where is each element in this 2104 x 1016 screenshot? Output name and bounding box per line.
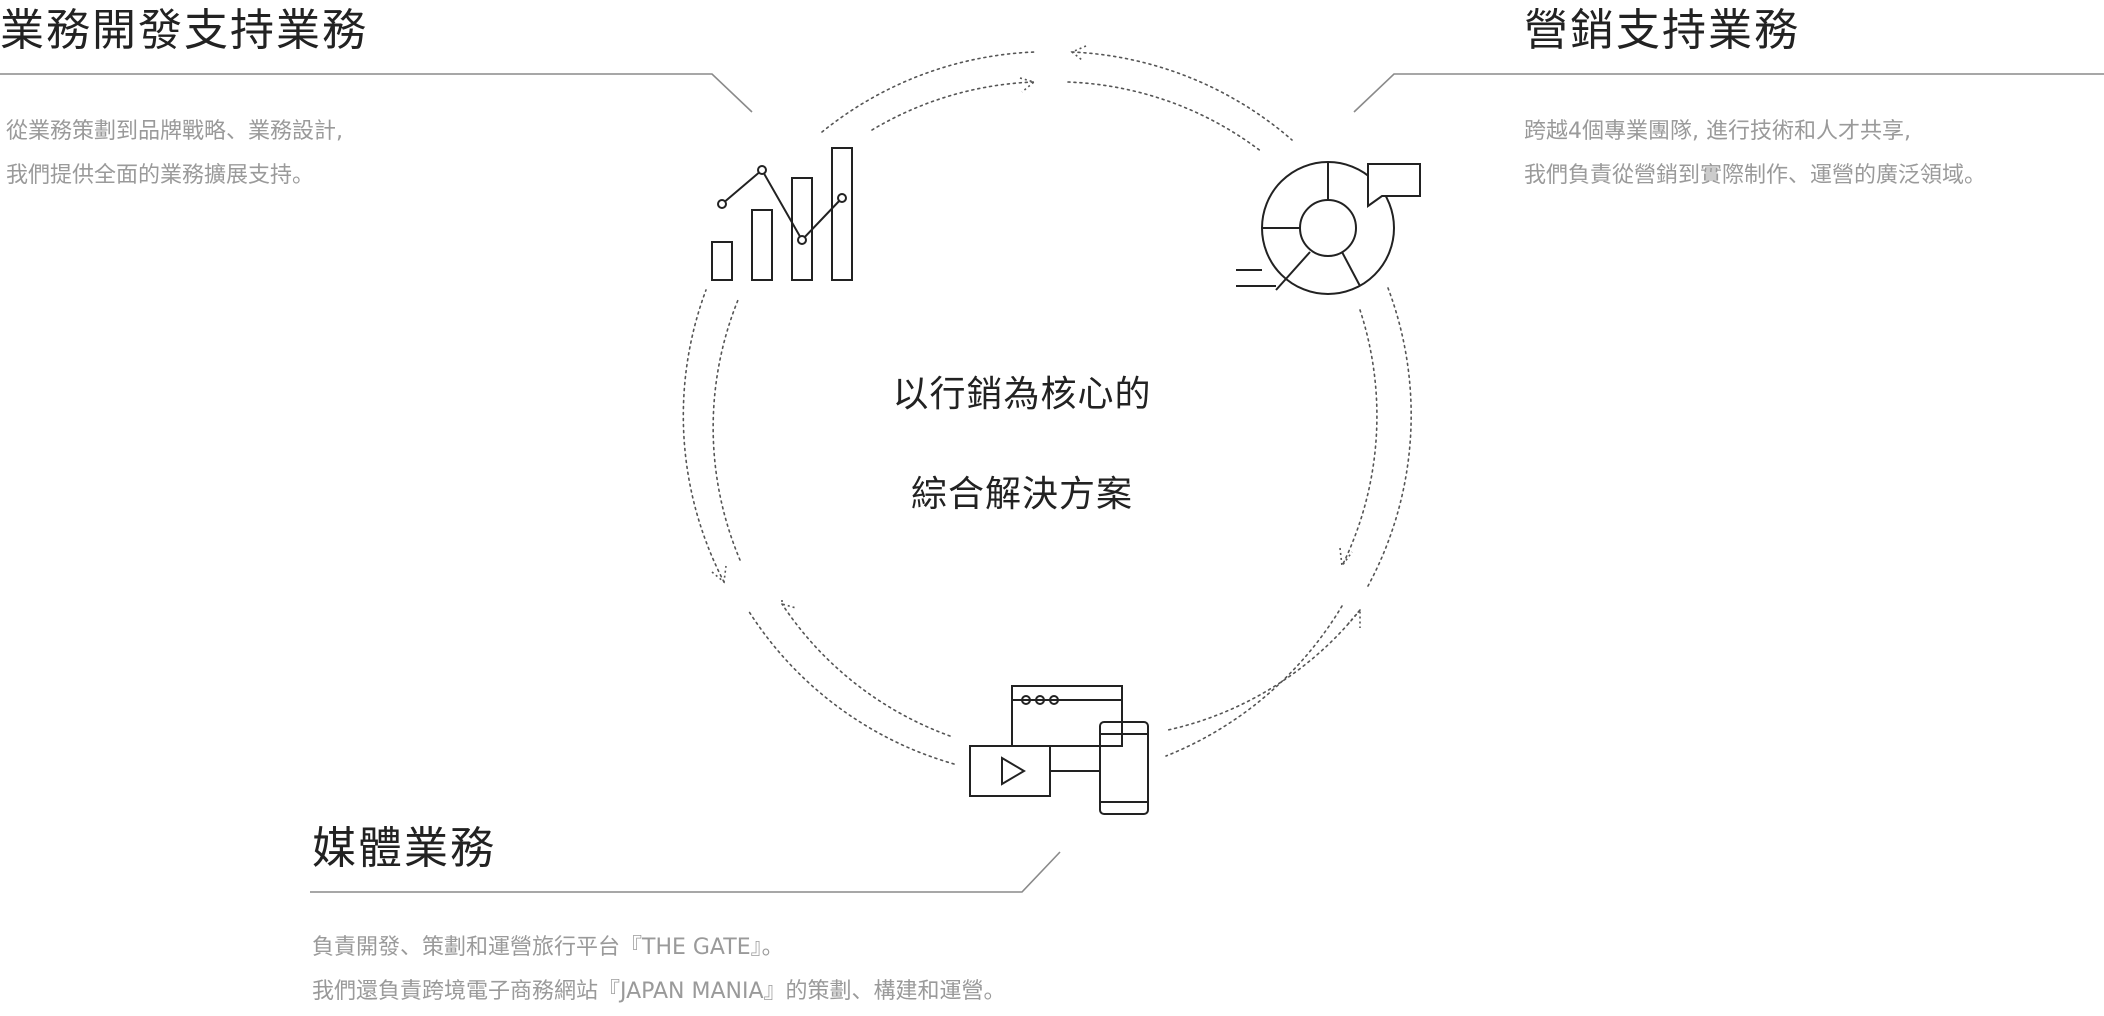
pie-chart-speech-icon xyxy=(1236,161,1421,295)
arrowhead-left xyxy=(711,565,727,584)
arc-right-outer xyxy=(1367,287,1412,587)
arc-top-left-outer xyxy=(821,51,1036,133)
arc-top-right-outer xyxy=(1071,51,1293,141)
arc-top-right-inner xyxy=(1067,81,1263,153)
business-dev-title: 業務開發支持業務 xyxy=(0,5,368,56)
marketing-description: 跨越4個專業團隊, 進行技術和人才共享, 我們負責從營銷到實際制作、運營的廣泛領… xyxy=(1524,110,1986,198)
arc-bottom-left-outer xyxy=(747,609,955,765)
center-caption: 以行銷為核心的 綜合解決方案 xyxy=(862,345,1182,545)
arc-right-inner xyxy=(1341,309,1378,567)
business-dev-block: 業務開發支持業務 xyxy=(0,0,368,58)
media-desc-line1: 負責開發、策劃和運營旅行平台『THE GATE』。 xyxy=(312,935,784,960)
arrowhead-right xyxy=(1339,547,1353,569)
marketing-desc-line2: 我們負責從營銷到實際制作、運營的廣泛領域。 xyxy=(1524,163,1987,188)
arrowhead-bottom-right xyxy=(1347,607,1361,628)
arc-top-left-inner xyxy=(871,81,1035,131)
arrowhead-top-right xyxy=(1070,45,1087,61)
leader-line-bottom xyxy=(310,851,1061,893)
bar-line-chart-icon xyxy=(711,147,853,281)
arc-arrowheads xyxy=(711,45,1361,628)
business-dev-description: 從業務策劃到品牌戰略、業務設計, 我們提供全面的業務擴展支持。 xyxy=(6,110,343,198)
media-description: 負責開發、策劃和運營旅行平台『THE GATE』。 我們還負責跨境電子商務網站『… xyxy=(312,926,1006,1014)
arc-bottom-right-outer xyxy=(1165,605,1343,757)
marketing-desc-line1: 跨越4個專業團隊, 進行技術和人才共享, xyxy=(1524,119,1911,144)
arc-bottom-left-inner xyxy=(781,603,951,737)
arc-bottom-right-inner xyxy=(1167,609,1361,731)
media-block: 媒體業務 xyxy=(312,812,496,876)
arrowhead-top-left xyxy=(1019,77,1036,93)
business-dev-desc-line2: 我們提供全面的業務擴展支持。 xyxy=(6,163,315,188)
media-desc-line2: 我們還負責跨境電子商務網站『JAPAN MANIA』的策劃、構建和運營。 xyxy=(312,979,1006,1004)
marketing-title: 營銷支持業務 xyxy=(1524,5,1800,56)
center-caption-line2: 綜合解決方案 xyxy=(910,474,1133,515)
video-mobile-devices-icon xyxy=(969,685,1149,815)
arc-left-inner xyxy=(712,299,741,561)
marketing-block: 營銷支持業務 xyxy=(1524,0,1800,58)
arc-left-outer xyxy=(682,289,725,583)
media-title: 媒體業務 xyxy=(312,823,496,874)
leader-lines xyxy=(0,73,2104,893)
leader-line-top-left xyxy=(0,73,753,113)
cycle-arcs xyxy=(682,51,1412,765)
arrowhead-bottom-left xyxy=(781,600,797,609)
business-dev-desc-line1: 從業務策劃到品牌戰略、業務設計, xyxy=(6,119,343,144)
leader-line-top-right xyxy=(1353,73,2104,113)
center-caption-line1: 以行銷為核心的 xyxy=(892,374,1152,415)
